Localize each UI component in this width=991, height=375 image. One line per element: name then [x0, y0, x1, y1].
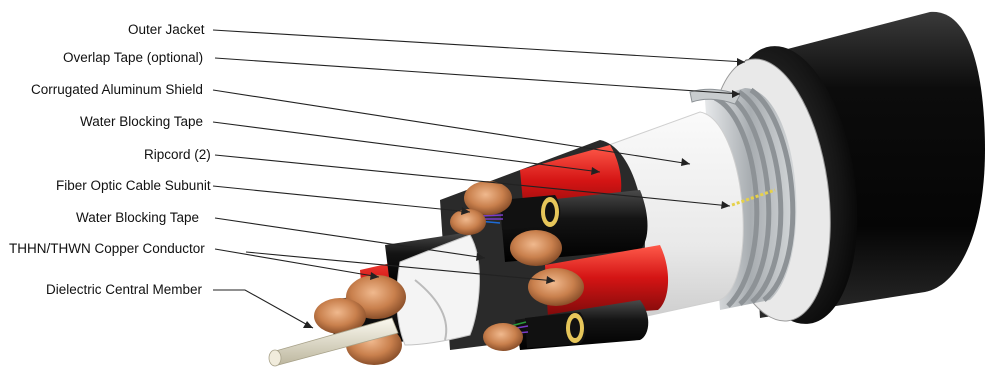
leader-arrowheads [303, 58, 745, 328]
water-blocking-tape-inner [396, 234, 480, 346]
leader-lines [212, 29, 746, 329]
label-water-blocking-tape: Water Blocking Tape [80, 114, 204, 129]
ripcord [731, 188, 776, 207]
fiber-optic-subunit [477, 195, 561, 230]
label-corrugated-aluminum-shield: Corrugated Aluminum Shield [31, 82, 203, 97]
dielectric-central-member [268, 317, 399, 367]
label-outer-jacket: Outer Jacket [128, 22, 205, 37]
label-fiber-optic-subunit: Fiber Optic Cable Subunit [56, 178, 211, 193]
label-ripcord: Ripcord (2) [144, 147, 211, 162]
label-overlap-tape: Overlap Tape (optional) [63, 50, 204, 65]
fiber-optic-subunit-2 [502, 312, 586, 348]
label-dielectric-central-member: Dielectric Central Member [46, 282, 203, 297]
label-thhn-copper-conductor: THHN/THWN Copper Conductor [9, 241, 205, 256]
label-water-blocking-tape-inner: Water Blocking Tape [76, 210, 200, 225]
